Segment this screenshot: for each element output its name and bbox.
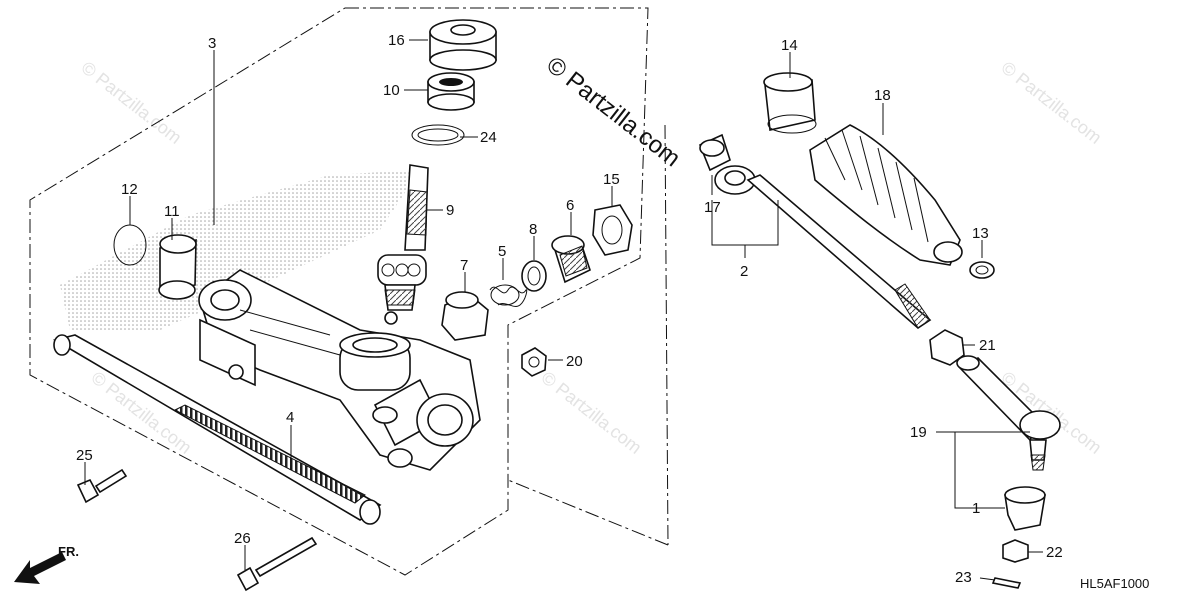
callout-labels: 3 16 10 24 9 12 11 7 5 8 6 15 4 20 25 26… (76, 32, 1063, 586)
part-17-lock-washer (698, 133, 731, 172)
callout-26: 26 (234, 530, 251, 547)
callout-9: 9 (446, 202, 454, 219)
shading-stipple (60, 170, 420, 330)
callout-20: 20 (566, 353, 583, 370)
part-16-dust-seal (429, 19, 497, 71)
part-13-boot-clamp (969, 261, 995, 279)
part-5-spring (489, 284, 528, 307)
leader-lines (84, 39, 1043, 581)
part-26-long-bolt (236, 536, 318, 592)
callout-17: 17 (704, 199, 721, 216)
diagram-code: HL5AF1000 (1080, 576, 1149, 591)
part-15-locknut (592, 204, 633, 256)
callout-12: 12 (121, 181, 138, 198)
callout-1: 1 (972, 500, 980, 517)
callout-18: 18 (874, 87, 891, 104)
part-19-tie-rod-end (956, 355, 1061, 471)
part-14-boot-band (763, 72, 817, 134)
part-23-cotter-pin (991, 577, 1022, 589)
watermark-faint: © Partzilla.com (78, 57, 186, 147)
gearbox-housing (198, 269, 481, 471)
callout-2: 2 (740, 263, 748, 280)
part-4-steering-rack (52, 334, 382, 525)
callout-25: 25 (76, 447, 93, 464)
part-25-bolt (76, 468, 128, 504)
assembly-2-dashed-outline-lower (507, 479, 669, 546)
callout-13: 13 (972, 225, 989, 242)
part-10-bearing (427, 72, 475, 111)
callout-15: 15 (603, 171, 620, 188)
callout-6: 6 (566, 197, 574, 214)
part-11-bushing (158, 234, 197, 300)
watermark-faint: © Partzilla.com (998, 57, 1106, 147)
callout-10: 10 (383, 82, 400, 99)
part-18-rack-boot (809, 124, 963, 266)
callout-16: 16 (388, 32, 405, 49)
part-20-nut (521, 347, 547, 377)
callout-4: 4 (286, 409, 294, 426)
callout-21: 21 (979, 337, 996, 354)
part-8-washer (521, 260, 547, 292)
callout-5: 5 (498, 243, 506, 260)
callout-14: 14 (781, 37, 798, 54)
callout-7: 7 (460, 257, 468, 274)
callout-23: 23 (955, 569, 972, 586)
assembly-3-dashed-outline (29, 7, 649, 576)
callout-24: 24 (480, 129, 497, 146)
front-arrow-icon (14, 552, 66, 584)
part-7-rack-guide (441, 291, 489, 341)
part-21-nut (929, 329, 965, 366)
callout-8: 8 (529, 221, 537, 238)
part-1-joint-boot (1004, 486, 1046, 531)
callout-19: 19 (910, 424, 927, 441)
part-9-pinion-shaft (377, 164, 429, 325)
part-22-castle-nut (1002, 539, 1029, 563)
callout-22: 22 (1046, 544, 1063, 561)
part-2-tie-rod (714, 165, 932, 330)
watermark-main: © Partzilla.com (541, 51, 685, 172)
part-6-rack-guide-adjuster (551, 235, 591, 284)
callout-3: 3 (208, 35, 216, 52)
watermark-faint: © Partzilla.com (538, 367, 646, 457)
part-24-circlip (411, 124, 465, 146)
callout-11: 11 (164, 203, 180, 220)
assembly-2-dashed-outline (664, 124, 669, 546)
front-direction-indicator: FR. (14, 544, 79, 584)
front-direction-label: FR. (58, 544, 79, 559)
